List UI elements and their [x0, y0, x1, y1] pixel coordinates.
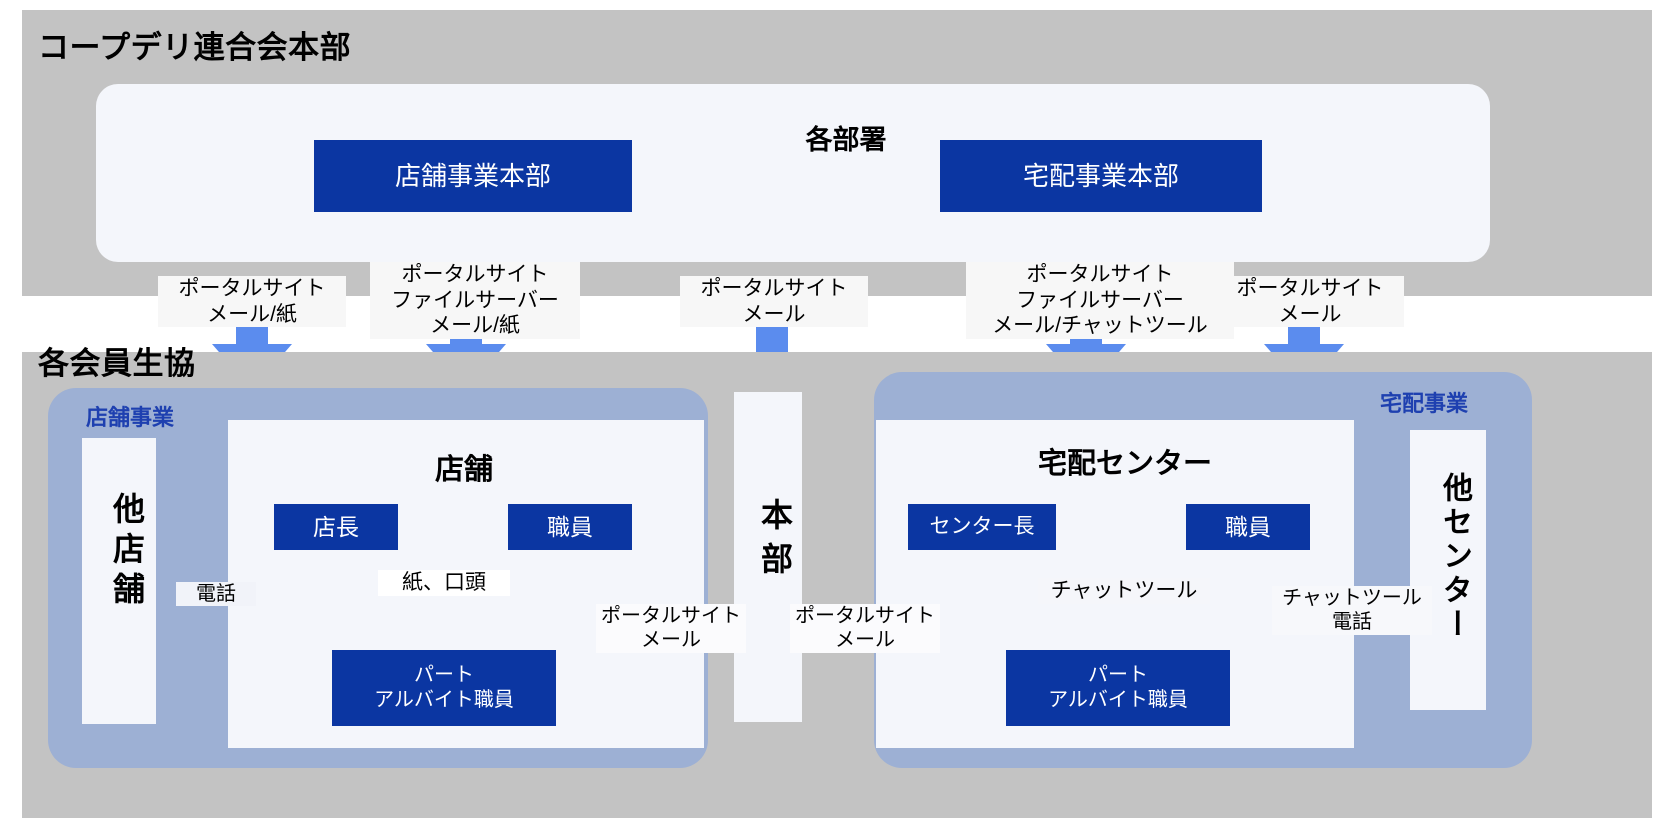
delivery-card-title: 宅配センター: [1037, 448, 1212, 480]
box-center-manager[interactable]: センター長: [908, 504, 1056, 550]
link-label-1-line1: ポータルサイト: [178, 277, 326, 300]
link-label-center-internal: チャットツール: [1038, 578, 1210, 604]
link-label-2-line1: ポータルサイト: [401, 263, 549, 286]
box-store-manager[interactable]: 店長: [274, 504, 398, 550]
link-label-4-line1: ポータルサイト: [1026, 263, 1174, 286]
center-parttime-line1: パート: [1088, 664, 1148, 686]
box-store-business-hq[interactable]: 店舗事業本部: [314, 140, 632, 212]
link-label-5-line2: メール: [1278, 302, 1342, 326]
card-other-stores: [82, 438, 156, 724]
link-label-1-line2: メール/紙: [207, 302, 297, 326]
label-other-centers: 他センター: [1438, 472, 1471, 642]
link-label-2-line3: メール/紙: [430, 314, 520, 338]
card-other-centers: [1410, 430, 1486, 710]
store-hq-line2: メール: [641, 629, 701, 652]
link-label-store-to-hq: ポータルサイト メール: [596, 604, 746, 653]
link-label-hq-to-delivery: ポータルサイト メール: [790, 604, 940, 653]
departments-card: [96, 84, 1490, 262]
other-center-line2: 電話: [1332, 611, 1372, 634]
link-label-5: ポータルサイト メール: [1216, 276, 1404, 328]
box-center-staff[interactable]: 職員: [1186, 504, 1310, 550]
member-coops-title: 各会員生協: [38, 346, 196, 381]
store-card-title: 店舗: [434, 454, 493, 486]
link-label-4-line2: ファイルサーバー: [1016, 288, 1184, 312]
box-store-parttime[interactable]: パート アルバイト職員: [332, 650, 556, 726]
link-label-2-line2: ファイルサーバー: [391, 288, 559, 312]
link-label-3-line1: ポータルサイト: [700, 277, 848, 300]
other-center-line1: チャットツール: [1282, 587, 1422, 609]
link-label-phone-store: 電話: [176, 582, 256, 607]
store-parttime-line1: パート: [414, 664, 474, 686]
box-center-parttime[interactable]: パート アルバイト職員: [1006, 650, 1230, 726]
box-delivery-business-hq[interactable]: 宅配事業本部: [940, 140, 1262, 212]
card-member-hq: [734, 392, 802, 722]
link-label-store-internal: 紙、口頭: [378, 570, 510, 596]
departments-subtitle: 各部署: [805, 125, 887, 155]
link-label-3-line2: メール: [742, 302, 806, 326]
link-label-2: ポータルサイト ファイルサーバー メール/紙: [370, 262, 580, 339]
link-label-3: ポータルサイト メール: [680, 276, 868, 328]
box-store-staff[interactable]: 職員: [508, 504, 632, 550]
headquarters-title: コープデリ連合会本部: [38, 30, 352, 65]
store-hq-line1: ポータルサイト: [601, 605, 741, 627]
link-label-5-line1: ポータルサイト: [1236, 277, 1384, 300]
link-label-4: ポータルサイト ファイルサーバー メール/チャットツール: [966, 262, 1234, 339]
store-parttime-line2: アルバイト職員: [374, 689, 514, 711]
link-label-other-center: チャットツール 電話: [1272, 586, 1432, 635]
center-parttime-line2: アルバイト職員: [1048, 689, 1188, 711]
division-tag-store: 店舗事業: [86, 405, 175, 430]
delivery-hq-line1: ポータルサイト: [795, 605, 935, 627]
label-member-hq: 本部: [757, 498, 793, 586]
link-label-1: ポータルサイト メール/紙: [158, 276, 346, 328]
division-tag-delivery: 宅配事業: [1380, 391, 1469, 416]
link-label-4-line3: メール/チャットツール: [992, 314, 1208, 338]
label-other-stores: 他店舗: [109, 492, 145, 612]
delivery-hq-line2: メール: [835, 629, 895, 652]
